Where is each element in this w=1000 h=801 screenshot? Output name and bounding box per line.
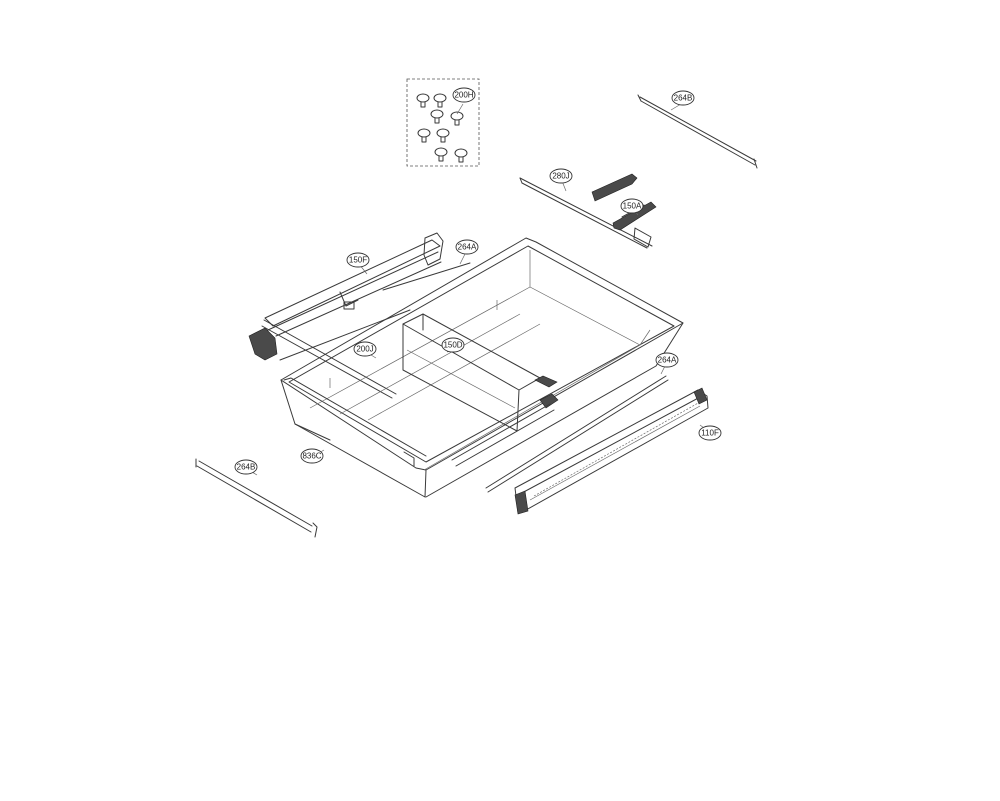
callout-264a-right: 264A bbox=[655, 352, 679, 368]
cap-kit-200h bbox=[406, 78, 480, 167]
slide-rail-150f bbox=[248, 232, 444, 361]
callout-836c: 836C bbox=[300, 448, 324, 464]
shaft-264b-top bbox=[637, 94, 758, 169]
callout-label: 264B bbox=[237, 463, 256, 472]
callout-label: 836C bbox=[302, 452, 321, 461]
callout-label: 264A bbox=[458, 243, 477, 252]
callout-label: 150F bbox=[349, 256, 367, 265]
callout-label: 200H bbox=[454, 91, 473, 100]
callout-200j: 200J bbox=[353, 341, 377, 357]
callout-264b-left: 264B bbox=[234, 459, 258, 475]
rail-280j bbox=[519, 177, 653, 249]
slide-150a bbox=[591, 173, 657, 231]
callout-label: 200J bbox=[356, 345, 373, 354]
callout-264b-top: 264B bbox=[671, 90, 695, 106]
callout-label: 110F bbox=[701, 429, 719, 438]
shaft-264a-right bbox=[485, 375, 669, 493]
callout-280j: 280J bbox=[549, 168, 573, 184]
callout-150a: 150A bbox=[620, 198, 644, 214]
callout-150d: 150D bbox=[441, 337, 465, 353]
callout-110f: 110F bbox=[698, 425, 722, 441]
drawer-tub-836c bbox=[280, 237, 684, 498]
callout-label: 150A bbox=[623, 202, 642, 211]
divider-150d bbox=[402, 313, 559, 432]
leader-lines bbox=[246, 103, 709, 476]
callout-label: 150D bbox=[443, 341, 462, 350]
callout-150f: 150F bbox=[346, 252, 370, 268]
rods-264a-200j bbox=[261, 262, 471, 399]
callout-label: 280J bbox=[552, 172, 569, 181]
callout-label: 264B bbox=[674, 94, 693, 103]
slide-110f bbox=[451, 387, 709, 515]
callout-200h: 200H bbox=[452, 87, 476, 103]
shaft-264b-left bbox=[195, 458, 318, 538]
callout-264a-top: 264A bbox=[455, 239, 479, 255]
callout-label: 264A bbox=[658, 356, 677, 365]
